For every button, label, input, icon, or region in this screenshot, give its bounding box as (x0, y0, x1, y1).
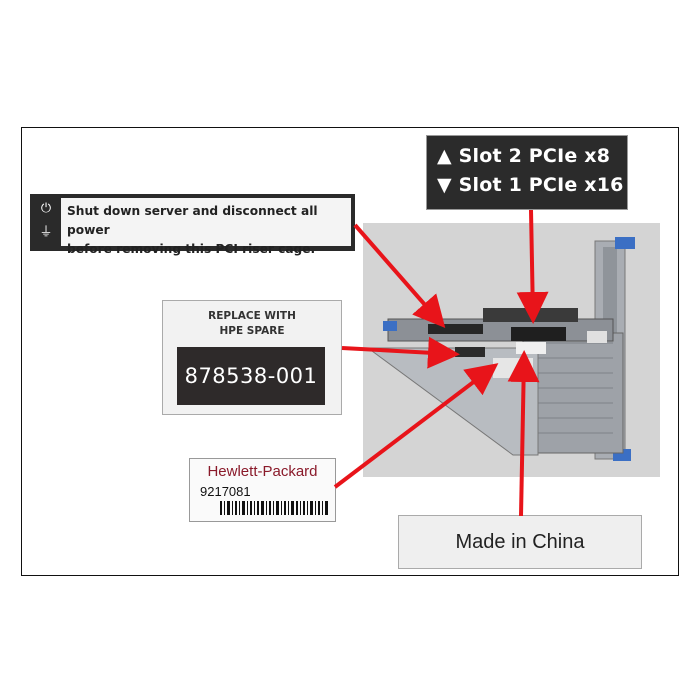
hp-label: Hewlett-Packard 9217081 (190, 459, 335, 521)
replace-header-line-2: HPE SPARE (219, 325, 285, 337)
riser-cage-photo (363, 223, 660, 477)
warning-icon: ⏻ (40, 201, 52, 216)
hp-number: 9217081 (200, 484, 251, 499)
slot-1-text: ▼ Slot 1 PCIe x16 (437, 174, 624, 196)
warning-line-1: Shut down server and disconnect all powe… (67, 204, 318, 237)
plug-icon: ⏚ (39, 225, 53, 240)
slot-label: ▲ Slot 2 PCIe x8 ▼ Slot 1 PCIe x16 (427, 136, 627, 209)
slot-2-text: ▲ Slot 2 PCIe x8 (437, 145, 611, 167)
riser-cage-drawing (363, 223, 660, 477)
barcode-icon (220, 501, 328, 515)
warning-line-2: before removing this PCI riser cage. (67, 242, 316, 256)
warning-text: Shut down server and disconnect all powe… (61, 198, 351, 256)
replace-header-line-1: REPLACE WITH (208, 310, 296, 322)
made-in-label: Made in China (399, 516, 641, 568)
power-warning-icons: ⏻ ⏚ (32, 197, 60, 247)
replace-with-spare-label: REPLACE WITH HPE SPARE 878538-001 (163, 301, 341, 414)
hp-brand: Hewlett-Packard (207, 463, 318, 480)
spare-part-number: 878538-001 (177, 347, 325, 405)
replace-header: REPLACE WITH HPE SPARE (163, 309, 341, 339)
warning-label: ⏻ ⏚ Shut down server and disconnect all … (30, 194, 355, 256)
